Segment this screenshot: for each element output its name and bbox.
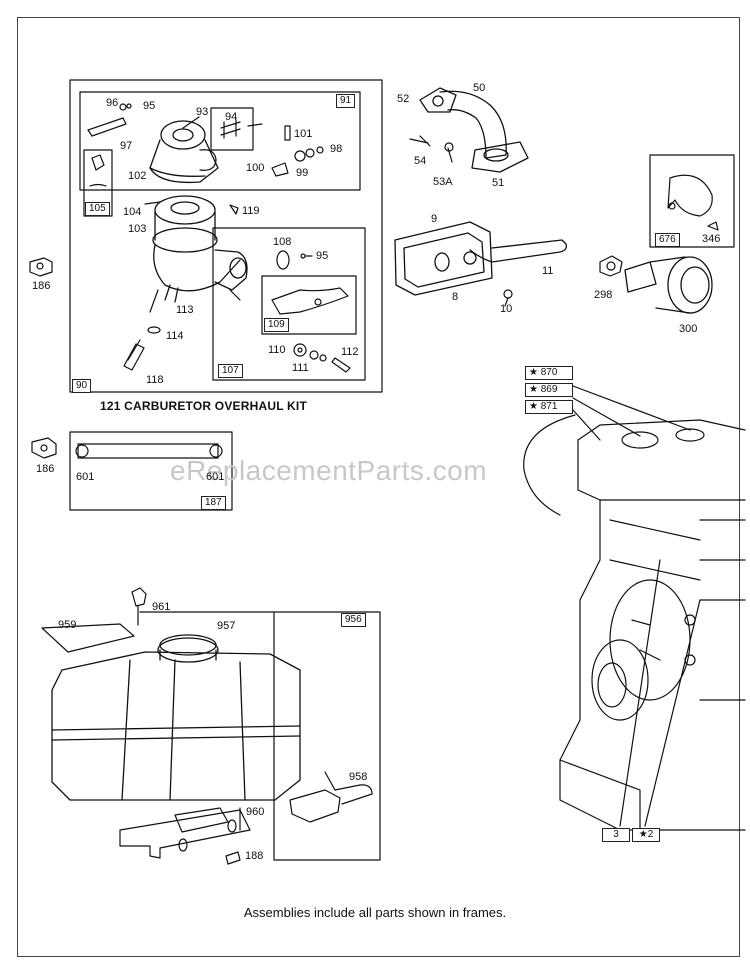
star-icon: ★ bbox=[529, 367, 538, 378]
label-107: 107 bbox=[218, 364, 243, 378]
label-869: ★ 869 bbox=[525, 383, 573, 397]
label-108: 108 bbox=[273, 236, 292, 248]
label-11: 11 bbox=[542, 265, 554, 277]
frame-187 bbox=[69, 431, 233, 511]
watermark: eReplacementParts.com bbox=[170, 455, 488, 486]
label-112: 112 bbox=[341, 346, 359, 358]
label-10: 10 bbox=[500, 303, 513, 315]
label-869-number: 869 bbox=[540, 384, 558, 395]
engine-block bbox=[559, 419, 746, 831]
label-957: 957 bbox=[217, 620, 236, 632]
label-94: 94 bbox=[225, 111, 238, 123]
label-111: 111 bbox=[292, 362, 309, 374]
label-8: 8 bbox=[452, 291, 459, 303]
frame-105 bbox=[83, 149, 113, 217]
label-109: 109 bbox=[264, 318, 289, 332]
frame-94 bbox=[210, 107, 254, 151]
label-870-number: 870 bbox=[540, 367, 558, 378]
label-54: 54 bbox=[414, 155, 427, 167]
label-114: 114 bbox=[166, 330, 184, 342]
carburetor-kit-title: 121 CARBURETOR OVERHAUL KIT bbox=[100, 399, 307, 413]
label-956: 956 bbox=[341, 613, 366, 627]
carburetor-top bbox=[149, 120, 219, 184]
label-97: 97 bbox=[120, 140, 133, 152]
label-2: ★2 bbox=[632, 828, 660, 842]
label-104: 104 bbox=[123, 206, 142, 218]
label-186-top: 186 bbox=[32, 280, 51, 292]
star-icon: ★ bbox=[638, 829, 648, 840]
label-601-left: 601 bbox=[76, 471, 95, 483]
label-99: 99 bbox=[296, 167, 309, 179]
carburetor-body bbox=[152, 195, 248, 303]
label-188: 188 bbox=[245, 850, 264, 862]
label-96: 96 bbox=[106, 97, 119, 109]
intake-manifold bbox=[394, 221, 568, 296]
label-52: 52 bbox=[397, 93, 410, 105]
label-102: 102 bbox=[128, 170, 147, 182]
label-961: 961 bbox=[152, 601, 171, 613]
caption: Assemblies include all parts shown in fr… bbox=[243, 905, 507, 920]
label-298: 298 bbox=[594, 289, 613, 301]
label-871-number: 871 bbox=[540, 401, 558, 412]
label-103: 103 bbox=[128, 223, 147, 235]
label-2-number: 2 bbox=[647, 829, 654, 840]
label-105: 105 bbox=[85, 202, 110, 216]
label-119: 119 bbox=[242, 205, 260, 217]
frame-676 bbox=[649, 154, 735, 248]
label-93: 93 bbox=[196, 106, 209, 118]
label-95b: 95 bbox=[316, 250, 329, 262]
label-100: 100 bbox=[246, 162, 265, 174]
frame-90 bbox=[69, 79, 383, 393]
label-101: 101 bbox=[294, 128, 313, 140]
fuel-tank bbox=[51, 634, 301, 801]
label-95: 95 bbox=[143, 100, 156, 112]
starter-clutch bbox=[624, 256, 713, 314]
label-110: 110 bbox=[268, 344, 286, 356]
label-958: 958 bbox=[349, 771, 368, 783]
frame-109 bbox=[261, 275, 357, 335]
label-90: 90 bbox=[72, 379, 92, 393]
label-187: 187 bbox=[201, 496, 226, 510]
label-871: ★ 871 bbox=[525, 400, 573, 414]
label-601-right: 601 bbox=[206, 471, 225, 483]
label-870: ★ 870 bbox=[525, 366, 573, 380]
label-91: 91 bbox=[336, 94, 356, 108]
frame-91 bbox=[79, 91, 361, 191]
label-53a: 53A bbox=[433, 176, 453, 188]
label-3: 3 bbox=[602, 828, 630, 842]
label-959: 959 bbox=[58, 619, 77, 631]
star-icon: ★ bbox=[529, 401, 538, 412]
frame-107 bbox=[212, 227, 366, 381]
frame-956 bbox=[139, 611, 381, 861]
label-186-bottom: 186 bbox=[36, 463, 55, 475]
needle-valve bbox=[87, 103, 132, 137]
label-346: 346 bbox=[702, 233, 721, 245]
label-9: 9 bbox=[431, 213, 438, 225]
label-51: 51 bbox=[492, 177, 505, 189]
label-113: 113 bbox=[176, 304, 194, 316]
label-960: 960 bbox=[246, 806, 265, 818]
label-50: 50 bbox=[473, 82, 486, 94]
intake-elbow bbox=[419, 87, 529, 173]
page-border bbox=[17, 17, 740, 957]
label-98: 98 bbox=[330, 143, 343, 155]
label-676: 676 bbox=[655, 233, 680, 247]
star-icon: ★ bbox=[529, 384, 538, 395]
label-300: 300 bbox=[679, 323, 698, 335]
label-118: 118 bbox=[146, 374, 164, 386]
